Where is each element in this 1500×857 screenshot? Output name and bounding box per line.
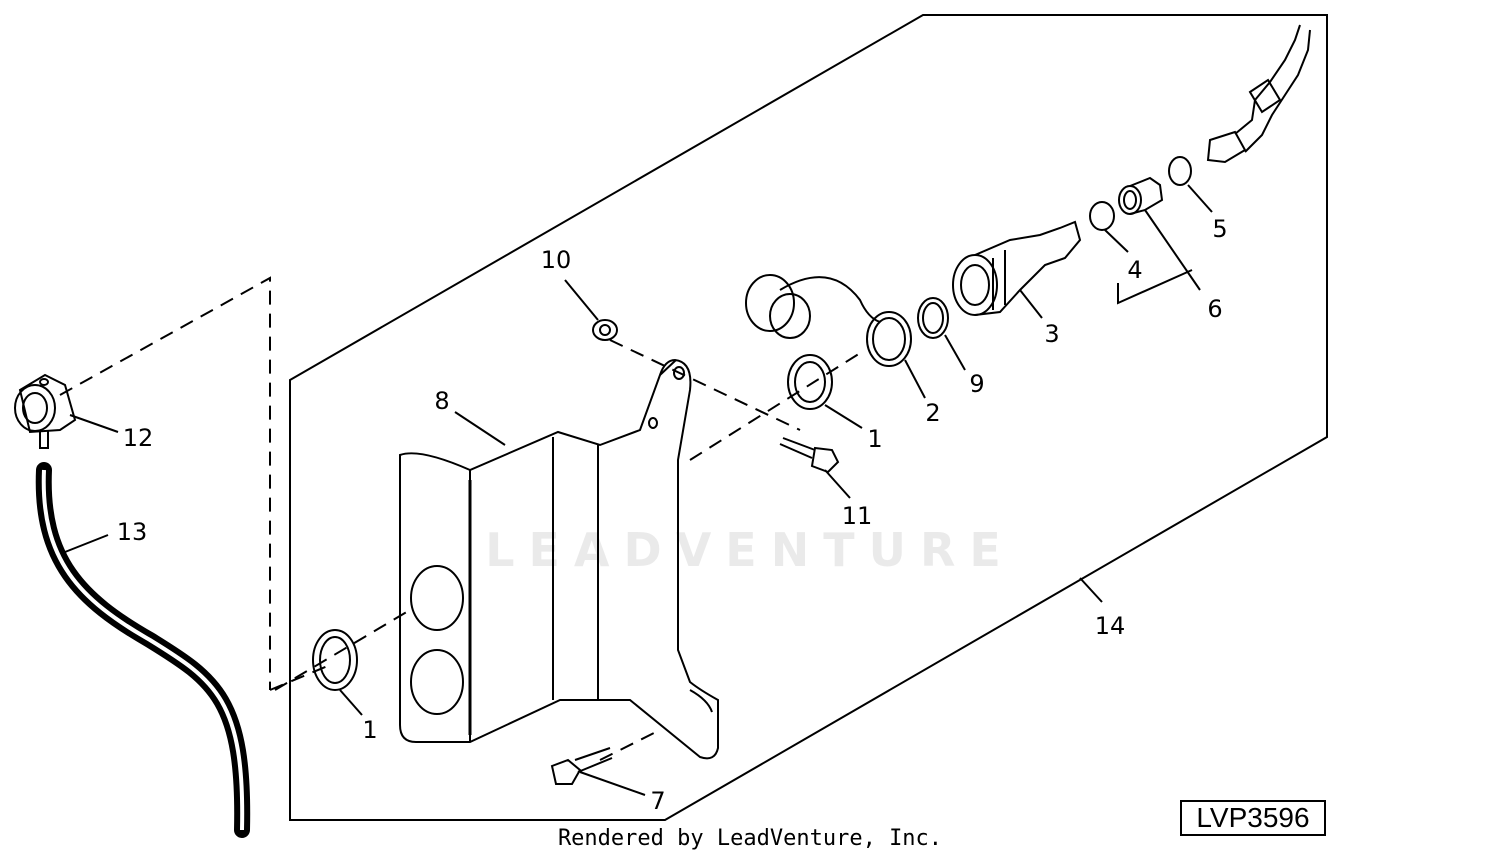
callout-4: 4	[1127, 256, 1142, 284]
callout-7: 7	[650, 787, 665, 815]
reference-code: LVP3596	[1180, 800, 1326, 836]
watermark: LEADVENTURE	[485, 523, 1015, 577]
cap-screw-7	[550, 747, 613, 785]
o-ring-4	[1089, 201, 1115, 231]
leader-1b	[824, 404, 863, 429]
leader-4-bracket	[1117, 269, 1193, 305]
callout-3: 3	[1044, 320, 1059, 348]
flange-nut	[592, 319, 618, 341]
cap-screw-11	[779, 437, 840, 474]
centerline-mid	[689, 349, 866, 461]
quick-coupler	[952, 220, 1082, 316]
leader-5	[1187, 184, 1213, 213]
hydraulic-line	[1206, 24, 1311, 164]
hose-bracket-dashed-bottom	[269, 664, 331, 691]
hose-bracket-dashed	[59, 276, 271, 690]
leader-13	[64, 534, 109, 553]
leader-11	[824, 469, 851, 499]
callout-14: 14	[1095, 612, 1126, 640]
callout-6: 6	[1207, 295, 1222, 323]
mounting-bracket	[399, 358, 719, 760]
callout-1-right: 1	[867, 425, 882, 453]
o-ring-9	[917, 297, 949, 339]
callout-8: 8	[434, 387, 449, 415]
callout-11: 11	[842, 502, 873, 530]
callout-13: 13	[117, 518, 148, 546]
centerline-bottom	[599, 729, 661, 761]
callout-9: 9	[969, 370, 984, 398]
callout-2: 2	[925, 399, 940, 427]
centerline-upper	[609, 339, 801, 431]
leader-14	[1079, 577, 1103, 603]
leader-7	[579, 771, 646, 796]
leader-9	[944, 334, 966, 371]
kit-outline	[289, 14, 1328, 821]
hose-fitting	[14, 373, 77, 449]
o-ring-5	[1168, 156, 1192, 186]
snap-ring-right	[787, 354, 833, 410]
hose-inner	[41, 469, 245, 831]
leader-2	[904, 359, 926, 399]
leader-4	[1104, 229, 1129, 253]
callout-5: 5	[1212, 215, 1227, 243]
callout-12: 12	[123, 424, 154, 452]
leader-6	[1144, 209, 1201, 291]
dust-cap	[745, 274, 912, 367]
leader-8	[454, 411, 506, 446]
callout-10: 10	[541, 246, 572, 274]
adapter-fitting	[1118, 176, 1164, 215]
callout-1-left: 1	[362, 716, 377, 744]
render-credit: Rendered by LeadVenture, Inc.	[557, 826, 943, 851]
leader-1a	[339, 689, 363, 716]
leader-10	[564, 279, 599, 321]
centerline-lower	[274, 609, 411, 691]
snap-ring-left	[312, 629, 358, 691]
leader-3	[1019, 289, 1043, 319]
leader-12	[69, 414, 119, 433]
